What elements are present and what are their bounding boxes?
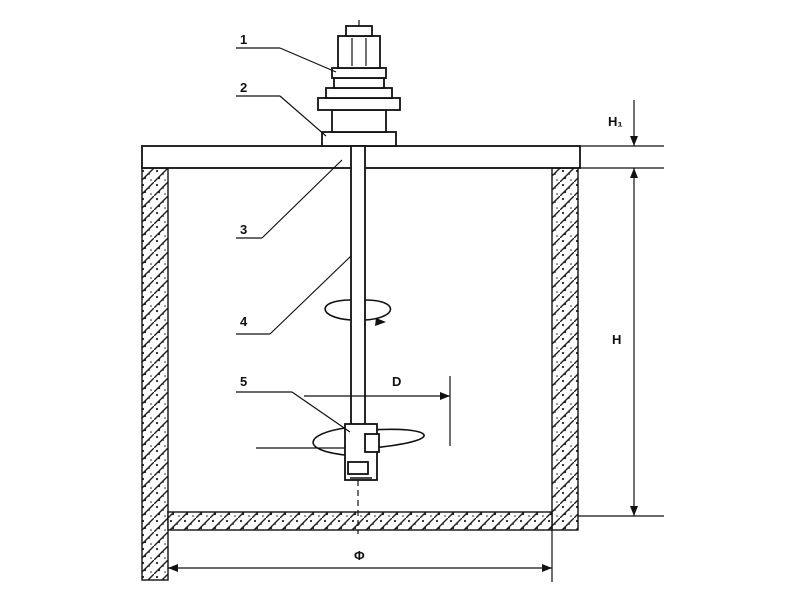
part-label-5: 5	[240, 374, 247, 389]
dimension-d-label: D	[392, 374, 401, 389]
dimension-phi: Φ	[168, 530, 553, 582]
base-flange	[321, 131, 397, 147]
motor-body	[337, 35, 381, 69]
dimension-phi-label: Φ	[354, 548, 365, 563]
motor-ring-lower	[333, 77, 385, 89]
dimension-d: D	[304, 374, 451, 446]
part-labels: 1 2 3 4 5	[236, 32, 352, 433]
left-wall	[141, 167, 169, 581]
part-label-3: 3	[240, 222, 247, 237]
dimension-h-label: H	[612, 332, 621, 347]
tank-floor	[167, 511, 553, 531]
part-label-2: 2	[240, 80, 247, 95]
reducer-neck	[325, 87, 393, 99]
motor-cap	[345, 25, 373, 37]
reducer-body	[331, 109, 387, 133]
part-label-1: 1	[240, 32, 247, 47]
part-label-4: 4	[240, 314, 248, 329]
right-wall	[551, 167, 579, 531]
motor-ring-upper	[331, 67, 387, 79]
shaft	[350, 145, 366, 429]
dimension-h1-label: H₁	[608, 114, 623, 129]
rotation-arrow	[324, 299, 392, 326]
reducer-flange	[317, 97, 401, 111]
drive-assembly	[317, 20, 401, 147]
impeller	[256, 423, 425, 481]
dimension-h: H₁ H	[578, 100, 664, 517]
